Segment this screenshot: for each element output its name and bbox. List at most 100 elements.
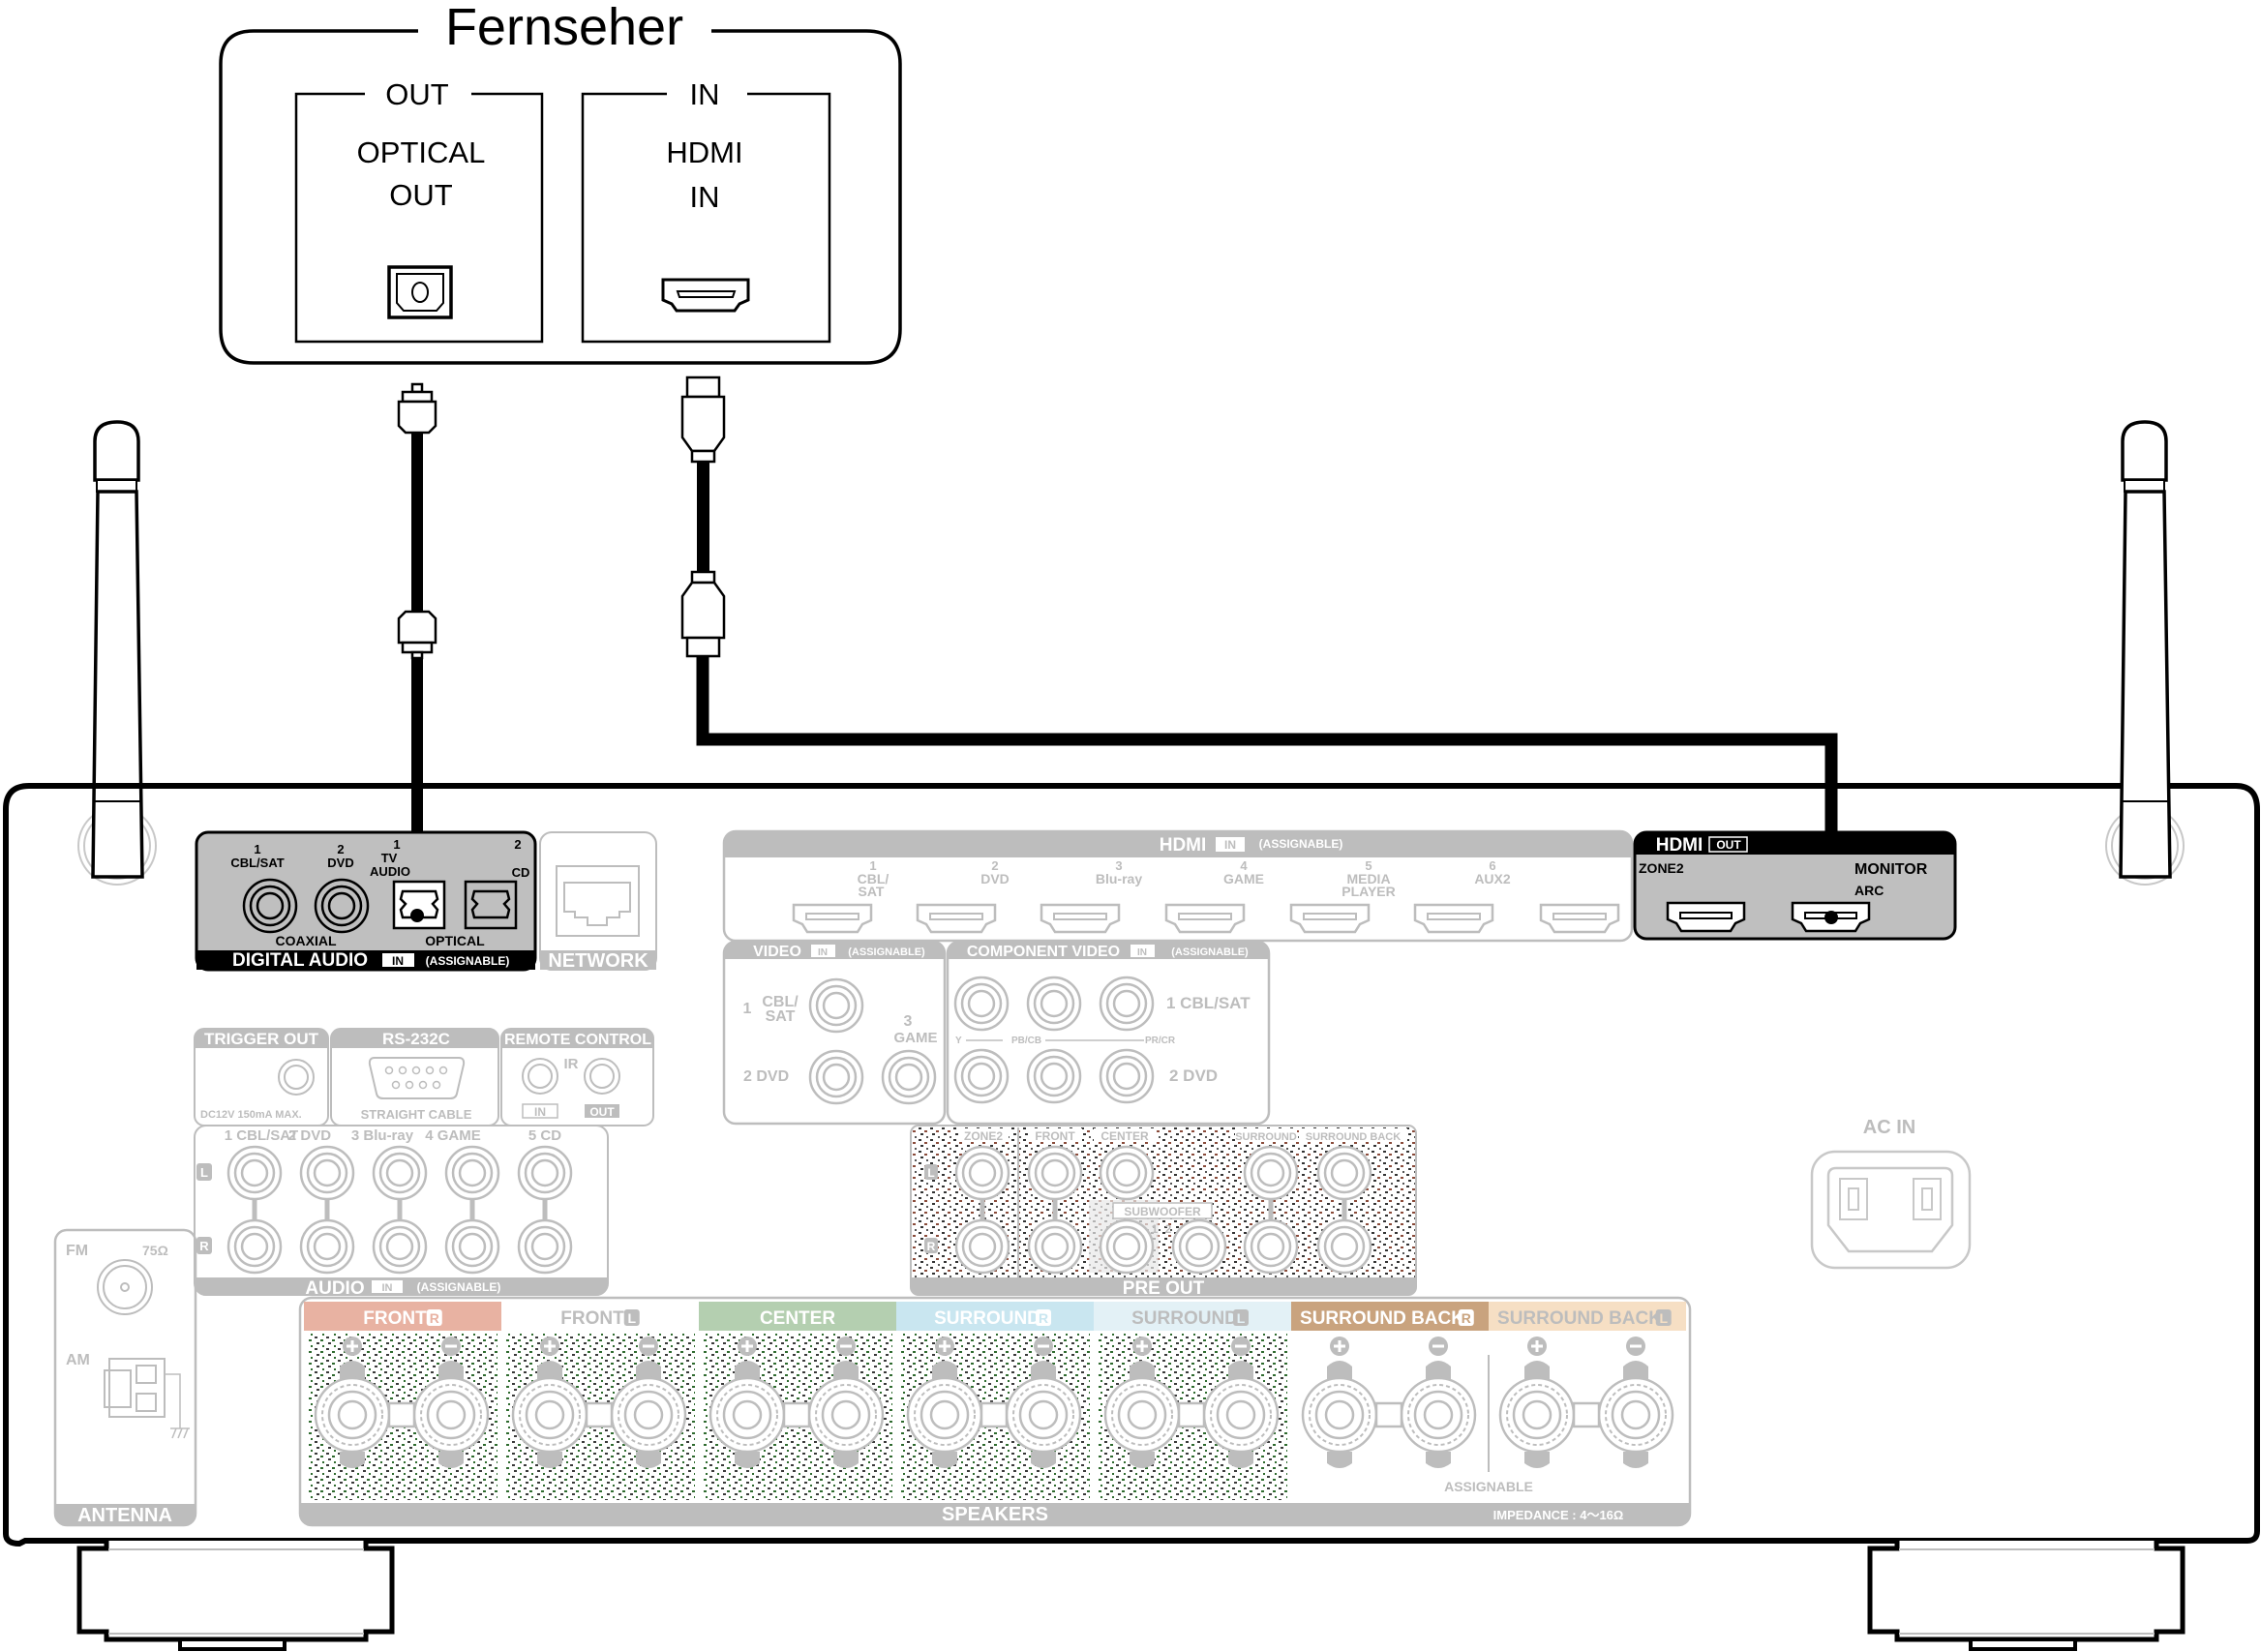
am-antenna-terminal[interactable] xyxy=(104,1358,190,1439)
speaker-terminal-negative[interactable] xyxy=(1005,1337,1082,1468)
remote-in-label: IN xyxy=(534,1105,546,1119)
hdmi-port-icon xyxy=(1289,903,1371,934)
pre-out-zone2-label: ZONE2 xyxy=(964,1129,1003,1143)
speaker-side-badge: R xyxy=(1039,1310,1048,1326)
component-pr-jack-1[interactable] xyxy=(1099,976,1155,1032)
optical-jack-2-cd[interactable] xyxy=(464,880,518,930)
component-row1-label: 1 CBL/SAT xyxy=(1166,994,1251,1012)
hdmi-in-panel: HDMI IN (ASSIGNABLE) 1CBL/SAT2DVD3Blu-ra… xyxy=(722,829,1661,943)
speaker-terminal-negative[interactable] xyxy=(1202,1337,1280,1468)
audio-in-jack-l-5[interactable] xyxy=(517,1145,573,1201)
audio-in-jack-l-4[interactable] xyxy=(444,1145,500,1201)
hdmi-in-port-label: MEDIA xyxy=(1346,871,1390,886)
hdmi-in-port-icon[interactable] xyxy=(661,278,750,313)
audio-in-jack-r-2[interactable] xyxy=(299,1218,355,1275)
pre-out-surround-label: SURROUND xyxy=(1235,1131,1297,1143)
hdmi-in-port-num: 4 xyxy=(1240,858,1248,873)
pre-out-surround-l-jack[interactable] xyxy=(1243,1145,1299,1201)
audio-in-jack-r-3[interactable] xyxy=(372,1218,428,1275)
rs232c-title: RS-232C xyxy=(382,1030,450,1048)
hdmi-port-icon xyxy=(1413,903,1494,934)
speaker-terminal-negative[interactable] xyxy=(807,1337,885,1468)
speaker-side-badge: L xyxy=(1659,1310,1668,1326)
pre-out-subwoofer-label: SUBWOOFER xyxy=(1124,1205,1201,1218)
video-in-jack-1[interactable] xyxy=(808,977,864,1034)
hdmi-port-icon xyxy=(1040,903,1121,934)
pre-out-surround-r-jack[interactable] xyxy=(1243,1218,1299,1275)
rs232c-port-icon[interactable] xyxy=(368,1057,466,1099)
video-in-title: VIDEO xyxy=(753,944,801,960)
hdmi-cable xyxy=(680,375,1838,917)
speakers-panel: SPEAKERS IMPEDANCE : 4～16Ω ASSIGNABLE FR… xyxy=(298,1296,1692,1527)
pre-out-subwoofer-1-jack[interactable] xyxy=(1099,1218,1155,1275)
component-pr-jack-2[interactable] xyxy=(1099,1048,1155,1104)
hdmi-in-port-num: 5 xyxy=(1365,858,1372,873)
ethernet-port-icon[interactable] xyxy=(556,865,640,937)
coaxial-jack-2[interactable] xyxy=(314,878,370,934)
audio-in-jack-l-2[interactable] xyxy=(299,1145,355,1201)
speaker-side-badge: L xyxy=(627,1310,636,1326)
component-pb-jack-1[interactable] xyxy=(1026,976,1082,1032)
coax-1-num: 1 xyxy=(254,842,260,856)
network-title: NETWORK xyxy=(548,950,648,972)
component-pb-jack-2[interactable] xyxy=(1026,1048,1082,1104)
ac-power-inlet[interactable] xyxy=(1810,1150,1972,1270)
optical-out-port-icon[interactable] xyxy=(387,265,453,319)
speaker-terminal-positive[interactable] xyxy=(1301,1337,1378,1468)
component-y-jack-2[interactable] xyxy=(953,1048,1010,1104)
trigger-out-jack[interactable] xyxy=(278,1059,315,1096)
hdmi-in-port-label2: SAT xyxy=(859,884,885,899)
receiver-foot-left xyxy=(76,1541,395,1651)
speaker-terminal-negative[interactable] xyxy=(1400,1337,1477,1468)
pre-out-front-l-jack[interactable] xyxy=(1027,1145,1083,1201)
speaker-terminal-positive[interactable] xyxy=(314,1337,391,1468)
audio-in-jack-l-1[interactable] xyxy=(226,1145,283,1201)
hdmi-port-icon xyxy=(916,903,997,934)
speaker-terminal-negative[interactable] xyxy=(1597,1337,1674,1468)
video-in-jack-3[interactable] xyxy=(881,1049,937,1105)
video-in-jack-2[interactable] xyxy=(808,1049,864,1105)
pre-out-subwoofer-2-jack[interactable] xyxy=(1171,1218,1227,1275)
optical-2-num: 2 xyxy=(514,837,521,852)
speaker-terminal-positive[interactable] xyxy=(1103,1337,1181,1468)
pre-out-zone2-l-jack[interactable] xyxy=(954,1145,1010,1201)
audio-in-jack-r-1[interactable] xyxy=(226,1218,283,1275)
remote-ir-in-jack[interactable] xyxy=(522,1058,558,1095)
coax-1-name: CBL/SAT xyxy=(230,856,284,870)
remote-ir-label: IR xyxy=(564,1056,579,1072)
av-receiver-chassis xyxy=(3,783,2260,1547)
pre-out-panel: PRE OUT ZONE2 FRONT CENTER SURROUND SURR… xyxy=(910,1125,1417,1299)
hdmi-port-icon xyxy=(1539,903,1620,934)
audio-in-jack-r-4[interactable] xyxy=(444,1218,500,1275)
pre-out-front-r-jack[interactable] xyxy=(1027,1218,1083,1275)
speaker-channel-center: CENTER xyxy=(699,1302,896,1500)
pre-out-surround-back-l-jack[interactable] xyxy=(1316,1145,1372,1201)
hdmi-in-port-label: Blu-ray xyxy=(1096,871,1142,886)
audio-in-jack-r-5[interactable] xyxy=(517,1218,573,1275)
pre-out-surround-back-r-jack[interactable] xyxy=(1316,1218,1372,1275)
audio-in-input-label: 1 CBL/SAT xyxy=(225,1127,298,1144)
pre-out-zone2-r-jack[interactable] xyxy=(954,1218,1010,1275)
rs232c-note: STRAIGHT CABLE xyxy=(361,1107,472,1122)
pre-out-center-jack[interactable] xyxy=(1099,1145,1155,1201)
fm-antenna-jack[interactable] xyxy=(97,1259,153,1315)
wireless-antenna-left xyxy=(77,420,157,886)
hdmi-out-zone2-port[interactable] xyxy=(1666,901,1746,933)
speaker-terminal-negative[interactable] xyxy=(610,1337,687,1468)
component-y-jack-1[interactable] xyxy=(953,976,1010,1032)
coaxial-jack-1[interactable] xyxy=(242,878,298,934)
speaker-terminal-positive[interactable] xyxy=(1498,1337,1576,1468)
hdmi-in-port-label: GAME xyxy=(1223,871,1264,886)
audio-in-jack-l-3[interactable] xyxy=(372,1145,428,1201)
remote-ir-out-jack[interactable] xyxy=(584,1058,620,1095)
speaker-terminal-positive[interactable] xyxy=(906,1337,983,1468)
hdmi-out-monitor-label: MONITOR xyxy=(1854,861,1928,878)
speaker-terminal-positive[interactable] xyxy=(708,1337,786,1468)
